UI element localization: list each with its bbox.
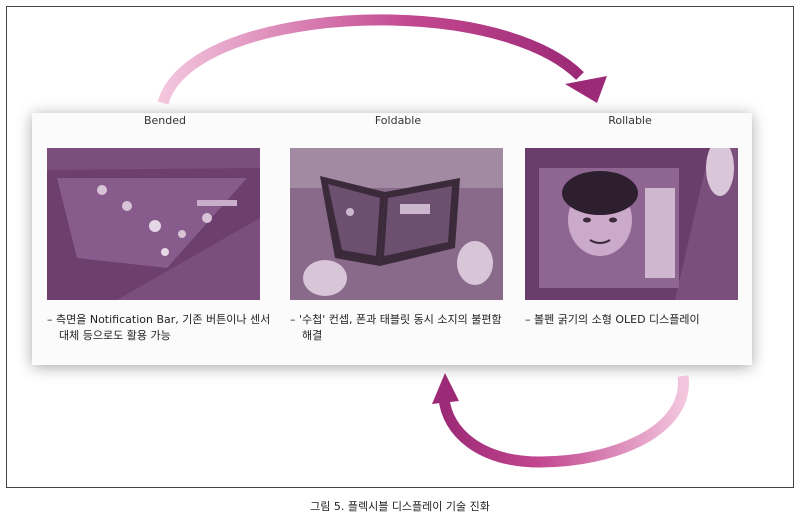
desc-line: 해결 <box>302 329 323 342</box>
bottom-arrow-head <box>432 373 459 404</box>
figure-caption: 그림 5. 플렉시블 디스플레이 기술 진화 <box>310 500 490 513</box>
bended-phone-image <box>47 148 260 300</box>
stage-label-bended: Bended <box>143 114 187 127</box>
foldable-tablet-image <box>290 148 503 300</box>
desc-line: – 측면을 Notification Bar, 기존 버튼이나 센서 <box>47 313 271 326</box>
stage-label-rollable: Rollable <box>608 114 652 127</box>
stage-desc-bended: – 측면을 Notification Bar, 기존 버튼이나 센서 대체 등으… <box>47 312 271 344</box>
top-arrow <box>157 14 584 105</box>
rollable-display-image <box>525 148 738 300</box>
stage-desc-rollable: – 볼펜 굵기의 소형 OLED 디스플레이 <box>525 312 745 328</box>
top-arrow-head <box>565 76 607 103</box>
desc-line: 대체 등으로도 활용 가능 <box>59 329 171 342</box>
stage-desc-foldable: – '수첩' 컨셉, 폰과 태블릿 동시 소지의 불편함 해결 <box>290 312 510 344</box>
desc-line: – 볼펜 굵기의 소형 OLED 디스플레이 <box>525 313 700 326</box>
desc-line: – '수첩' 컨셉, 폰과 태블릿 동시 소지의 불편함 <box>290 313 502 326</box>
bottom-arrow <box>438 375 689 468</box>
stage-label-foldable: Foldable <box>374 114 422 127</box>
